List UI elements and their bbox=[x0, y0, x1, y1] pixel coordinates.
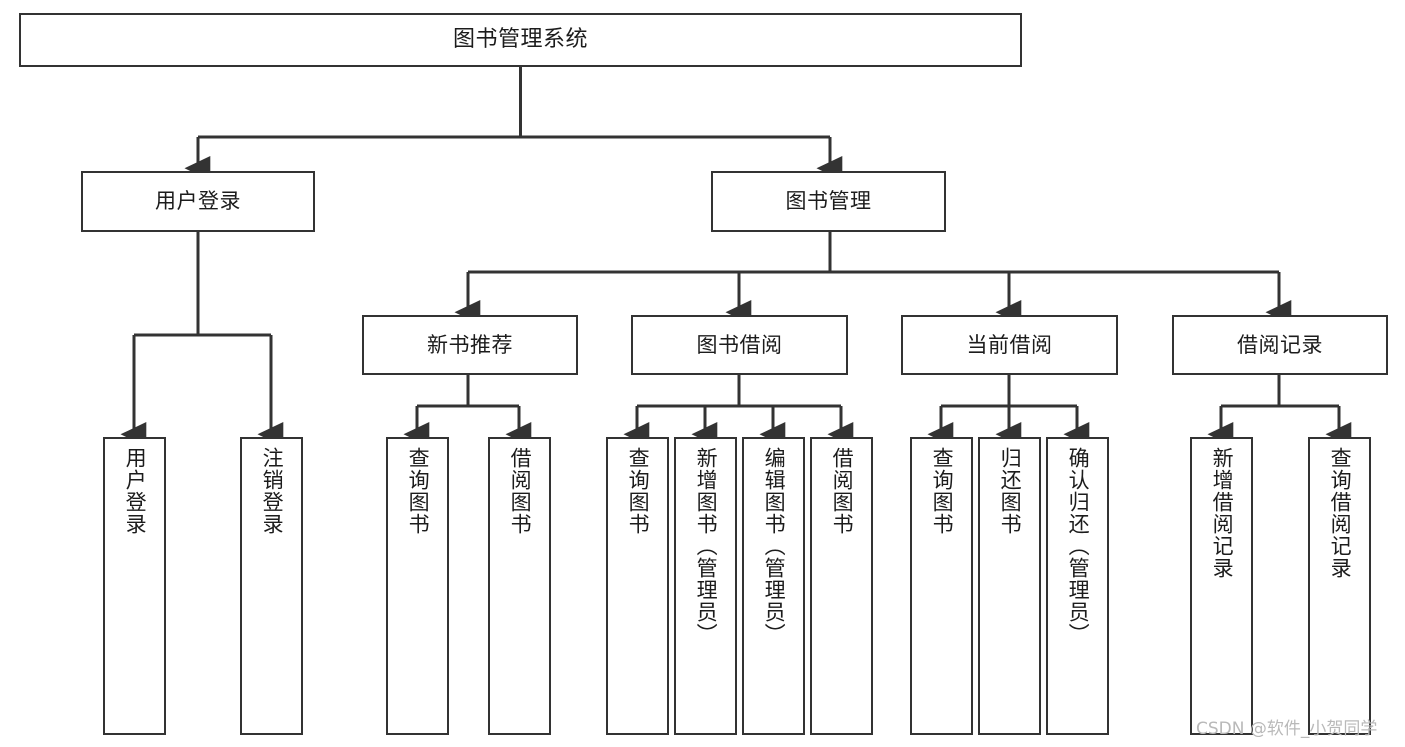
node-label: 用户登录 bbox=[123, 447, 148, 535]
node-leaf-query-book-current[interactable]: 查询图书 bbox=[910, 437, 973, 735]
node-leaf-logout[interactable]: 注销登录 bbox=[240, 437, 303, 735]
node-leaf-return-book[interactable]: 归还图书 bbox=[978, 437, 1041, 735]
node-root-system[interactable]: 图书管理系统 bbox=[19, 13, 1022, 67]
node-label: 确认归还（管理员） bbox=[1066, 447, 1091, 645]
node-new-book-recommend[interactable]: 新书推荐 bbox=[362, 315, 578, 375]
node-label: 借阅图书 bbox=[830, 447, 855, 535]
node-user-login[interactable]: 用户登录 bbox=[81, 171, 315, 232]
node-leaf-edit-book-admin[interactable]: 编辑图书（管理员） bbox=[742, 437, 805, 735]
node-label: 当前借阅 bbox=[966, 332, 1053, 357]
node-label: 查询借阅记录 bbox=[1328, 447, 1353, 579]
node-label: 注销登录 bbox=[260, 447, 285, 535]
node-leaf-borrow-book-new[interactable]: 借阅图书 bbox=[488, 437, 551, 735]
node-leaf-user-login[interactable]: 用户登录 bbox=[103, 437, 166, 735]
node-leaf-add-book-admin[interactable]: 新增图书（管理员） bbox=[674, 437, 737, 735]
node-leaf-query-borrow-record[interactable]: 查询借阅记录 bbox=[1308, 437, 1371, 735]
node-current-borrow[interactable]: 当前借阅 bbox=[901, 315, 1118, 375]
node-label: 图书管理系统 bbox=[452, 27, 588, 53]
node-label: 编辑图书（管理员） bbox=[762, 447, 787, 645]
node-label: 查询图书 bbox=[406, 447, 431, 535]
node-label: 新增借阅记录 bbox=[1210, 447, 1235, 579]
node-leaf-confirm-return-admin[interactable]: 确认归还（管理员） bbox=[1046, 437, 1109, 735]
csdn-watermark: CSDN @软件_小贺同学 bbox=[1196, 719, 1378, 739]
node-label: 图书借阅 bbox=[696, 332, 783, 357]
node-label: 图书管理 bbox=[785, 189, 872, 214]
node-label: 借阅图书 bbox=[508, 447, 533, 535]
node-book-management[interactable]: 图书管理 bbox=[711, 171, 946, 232]
node-label: 归还图书 bbox=[998, 447, 1023, 535]
node-leaf-add-borrow-record[interactable]: 新增借阅记录 bbox=[1190, 437, 1253, 735]
node-book-borrow[interactable]: 图书借阅 bbox=[631, 315, 848, 375]
node-label: 借阅记录 bbox=[1237, 332, 1323, 357]
node-label: 用户登录 bbox=[155, 189, 241, 214]
node-borrow-record[interactable]: 借阅记录 bbox=[1172, 315, 1388, 375]
node-label: 查询图书 bbox=[930, 447, 955, 535]
node-label: 查询图书 bbox=[626, 447, 651, 535]
node-leaf-borrow-book[interactable]: 借阅图书 bbox=[810, 437, 873, 735]
node-leaf-query-book-borrow[interactable]: 查询图书 bbox=[606, 437, 669, 735]
node-leaf-query-book-new[interactable]: 查询图书 bbox=[386, 437, 449, 735]
node-label: 新书推荐 bbox=[427, 332, 513, 357]
node-label: 新增图书（管理员） bbox=[694, 447, 719, 645]
